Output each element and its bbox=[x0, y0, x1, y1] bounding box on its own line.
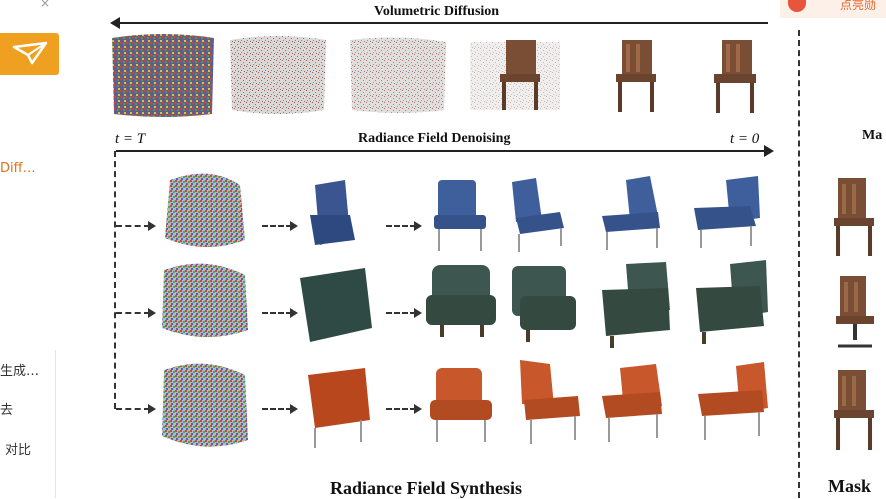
paper-plane-icon bbox=[12, 41, 48, 65]
row-green bbox=[162, 260, 768, 348]
sidebar-item-go[interactable]: 去 bbox=[0, 403, 14, 418]
arrowhead-icon bbox=[414, 308, 422, 318]
dashed-connector bbox=[386, 408, 416, 410]
noise-cube-2 bbox=[230, 36, 326, 114]
arrowhead-icon bbox=[290, 221, 298, 231]
arrowhead-icon bbox=[290, 404, 298, 414]
dashed-connector bbox=[262, 225, 292, 227]
right-chair-column bbox=[834, 178, 874, 450]
promo-text: 点亮勋 bbox=[840, 0, 877, 12]
sidebar-item-compare[interactable]: 对比 bbox=[5, 443, 32, 458]
synthesis-grid bbox=[162, 173, 768, 448]
dashed-vertical-connector bbox=[114, 151, 116, 409]
right-dashed-divider bbox=[798, 30, 800, 498]
arrowhead-icon bbox=[290, 308, 298, 318]
volumetric-diffusion-title: Volumetric Diffusion bbox=[370, 4, 504, 20]
sidebar-item-generate[interactable]: 生成… bbox=[0, 364, 40, 379]
sidebar-item-diff[interactable]: Diff… bbox=[0, 161, 36, 176]
diffusion-sequence bbox=[112, 34, 756, 117]
promo-badge[interactable]: 点亮勋 bbox=[780, 0, 886, 18]
diffusion-arrow-line bbox=[118, 22, 768, 24]
send-button[interactable] bbox=[0, 33, 59, 75]
dashed-connector bbox=[386, 225, 416, 227]
radiance-field-denoising-title: Radiance Field Denoising bbox=[358, 131, 511, 146]
noise-cube-1 bbox=[112, 34, 214, 117]
dashed-connector bbox=[262, 312, 292, 314]
chair-6 bbox=[714, 40, 756, 113]
noisy-chair-4 bbox=[470, 40, 560, 110]
arrow-left-icon bbox=[110, 17, 120, 29]
sidebar-panel: × Diff… 生成… 去 对比 bbox=[0, 0, 62, 498]
radiance-field-synthesis-title: Radiance Field Synthesis bbox=[330, 478, 523, 498]
dashed-connector bbox=[116, 312, 150, 314]
arrowhead-icon bbox=[414, 221, 422, 231]
arrowhead-icon bbox=[148, 221, 156, 231]
dashed-connector bbox=[116, 408, 150, 410]
heart-icon bbox=[788, 0, 806, 12]
time-start-label: t = T bbox=[115, 131, 146, 147]
row-orange bbox=[162, 360, 768, 448]
denoising-arrow-line bbox=[116, 150, 766, 152]
arrowhead-icon bbox=[148, 404, 156, 414]
close-icon[interactable]: × bbox=[40, 0, 51, 10]
right-panel-label: Ma bbox=[862, 128, 883, 143]
arrow-right-icon bbox=[764, 145, 774, 157]
arrowhead-icon bbox=[414, 404, 422, 414]
right-panel-bottom-label: Mask bbox=[828, 476, 872, 496]
time-end-label: t = 0 bbox=[730, 131, 760, 147]
dashed-connector bbox=[386, 312, 416, 314]
dashed-connector bbox=[262, 408, 292, 410]
arrowhead-icon bbox=[148, 308, 156, 318]
chair-5 bbox=[616, 40, 656, 112]
dashed-connector bbox=[116, 225, 150, 227]
sidebar-edge bbox=[55, 350, 56, 498]
row-blue bbox=[165, 173, 760, 252]
noise-cube-3 bbox=[350, 37, 446, 113]
